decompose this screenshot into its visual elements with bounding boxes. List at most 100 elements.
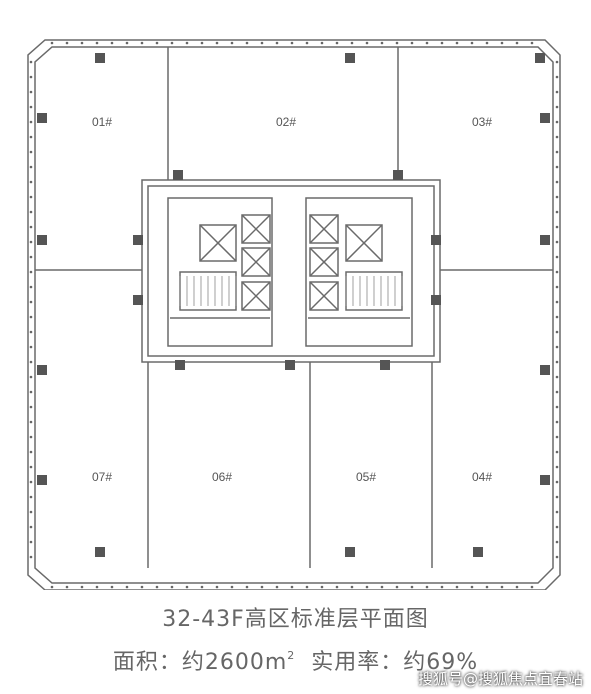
unit-label: 02# (276, 115, 297, 129)
wall-mullion (185, 41, 189, 45)
wall-mullion (555, 285, 559, 289)
wall-mullion (29, 405, 33, 409)
wall-mullion (555, 300, 559, 304)
wall-mullion (500, 41, 504, 45)
wall-mullion (29, 390, 33, 394)
wall-mullion (29, 120, 33, 124)
wall-mullion (29, 105, 33, 109)
stair-lines (179, 276, 403, 306)
column (37, 235, 47, 245)
wall-mullion (29, 450, 33, 454)
wall-mullion (29, 435, 33, 439)
wall-mullion (555, 450, 559, 454)
wall-mullion (80, 41, 84, 45)
column (380, 360, 390, 370)
wall-mullion (425, 585, 429, 589)
wall-mullion (555, 315, 559, 319)
unit-label: 01# (92, 115, 113, 129)
column (431, 235, 441, 245)
column (173, 170, 183, 180)
wall-mullion (125, 585, 129, 589)
wall-mullion (515, 41, 519, 45)
wall-mullion (29, 90, 33, 94)
outer-wall (27, 39, 561, 590)
wall-mullion (555, 180, 559, 184)
wall-mullion (200, 41, 204, 45)
wall-mullion (29, 285, 33, 289)
wall-mullion (29, 135, 33, 139)
wall-mullion (29, 345, 33, 349)
wall-mullion (555, 375, 559, 379)
wall-mullion (555, 60, 559, 64)
column (175, 360, 185, 370)
wall-mullion (29, 360, 33, 364)
wall-mullion (350, 41, 354, 45)
column (95, 53, 105, 63)
area-unit-exponent: 2 (287, 649, 296, 662)
wall-mullion (350, 585, 354, 589)
wall-mullion (555, 105, 559, 109)
column (37, 475, 47, 485)
wall-mullion (425, 41, 429, 45)
wall-mullion (230, 41, 234, 45)
wall-mullion (555, 480, 559, 484)
wall-mullion (95, 585, 99, 589)
watermark: 搜狐号@搜狐焦点宜春站 (417, 670, 583, 688)
unit-label: 05# (356, 470, 377, 484)
wall-mullion (65, 41, 69, 45)
wall-mullion (230, 585, 234, 589)
wall-mullion (555, 135, 559, 139)
wall-mullion (365, 41, 369, 45)
wall-mullion (555, 525, 559, 529)
wall-mullion (395, 585, 399, 589)
wall-mullion (155, 585, 159, 589)
wall-mullion (185, 585, 189, 589)
wall-mullion (80, 585, 84, 589)
wall-mullion (29, 180, 33, 184)
wall-mullion (260, 41, 264, 45)
wall-mullion (500, 585, 504, 589)
wall-mullion (555, 120, 559, 124)
wall-mullion (395, 41, 399, 45)
wall-mullion (335, 585, 339, 589)
wall-mullion (29, 240, 33, 244)
wall-mullion (440, 41, 444, 45)
wall-mullion (125, 41, 129, 45)
column (540, 475, 550, 485)
floor-plan (27, 39, 561, 590)
wall-mullion (305, 41, 309, 45)
wall-mullion (555, 210, 559, 214)
wall-mullion (555, 330, 559, 334)
wall-mullion (555, 195, 559, 199)
wall-mullion (555, 465, 559, 469)
unit-label: 03# (472, 115, 493, 129)
column (37, 365, 47, 375)
wall-mullion (260, 585, 264, 589)
column (540, 365, 550, 375)
wall-mullion (555, 495, 559, 499)
wall-mullion (515, 585, 519, 589)
wall-mullion (110, 41, 114, 45)
wall-mullion (29, 315, 33, 319)
wall-mullion (555, 225, 559, 229)
wall-mullion (365, 585, 369, 589)
unit-label: 06# (212, 470, 233, 484)
column (37, 113, 47, 123)
wall-mullion (245, 41, 249, 45)
wall-mullion (29, 495, 33, 499)
wall-mullion (555, 270, 559, 274)
column (345, 547, 355, 557)
column (535, 53, 545, 63)
wall-mullion (29, 555, 33, 559)
wall-dots (29, 41, 559, 589)
wall-mullion (29, 270, 33, 274)
unit-label: 04# (472, 470, 493, 484)
wall-mullion (29, 330, 33, 334)
column (285, 360, 295, 370)
wall-mullion (140, 585, 144, 589)
wall-mullion (29, 60, 33, 64)
wall-mullion (555, 390, 559, 394)
wall-mullion (170, 41, 174, 45)
wall-mullion (215, 41, 219, 45)
wall-mullion (555, 405, 559, 409)
